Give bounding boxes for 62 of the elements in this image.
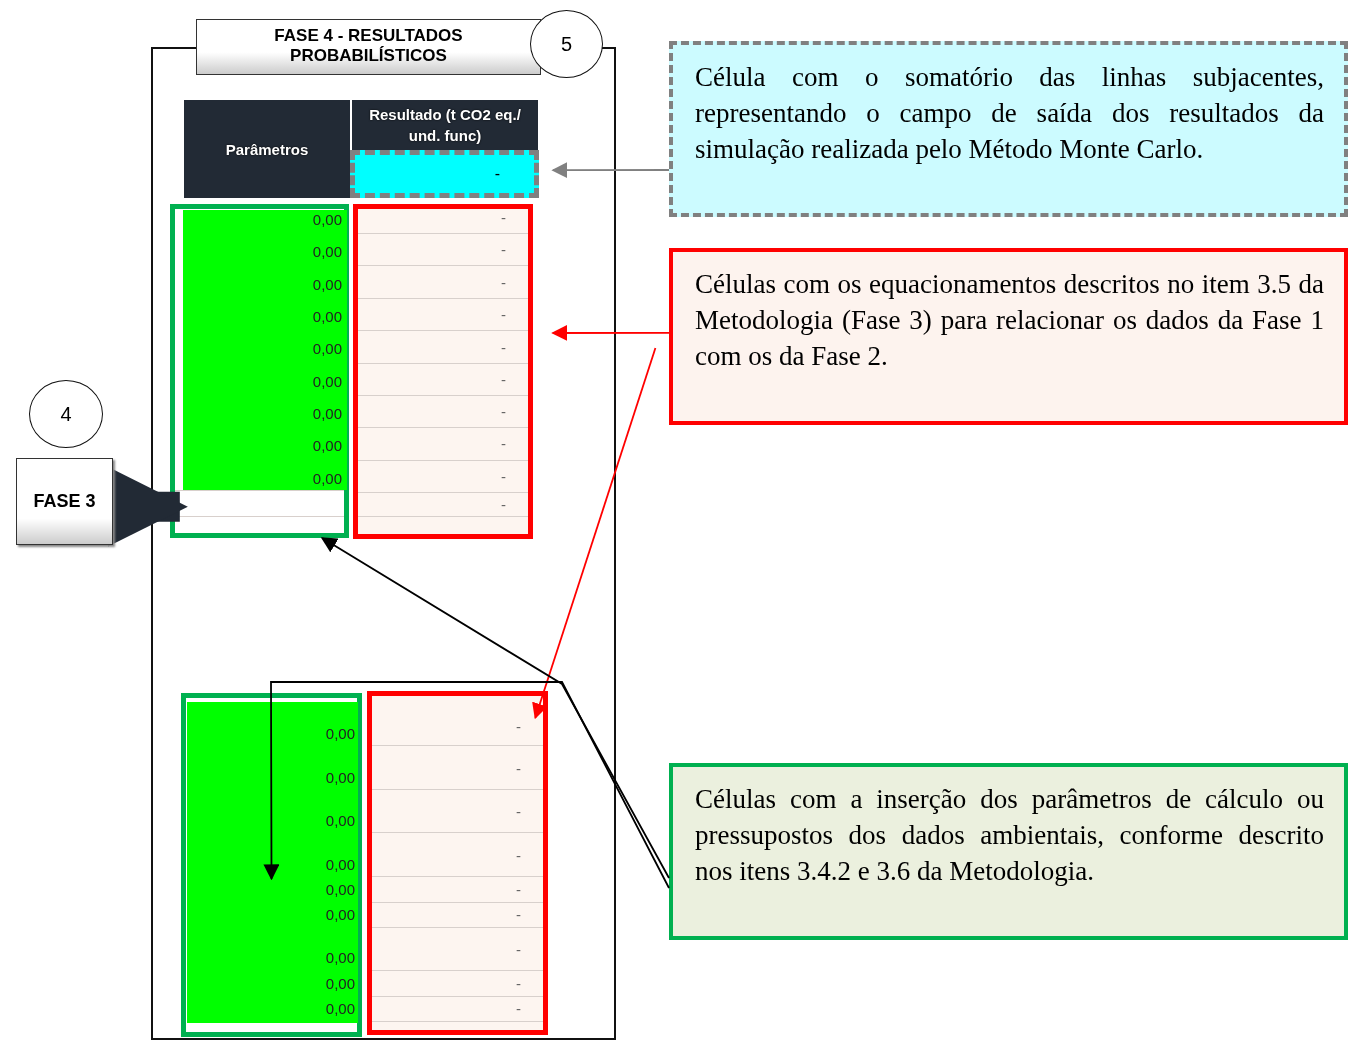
column-header xyxy=(184,100,350,198)
formula-cells-frame xyxy=(353,204,533,539)
cell-value: - xyxy=(501,242,506,258)
input-cells-frame xyxy=(170,204,349,538)
step-number: 4 xyxy=(60,402,72,426)
cell-value: - xyxy=(494,165,500,183)
cell-value: - xyxy=(516,882,521,898)
cell-value: 0,00 xyxy=(325,976,355,992)
cell-value: 0,00 xyxy=(325,950,355,966)
output-cell xyxy=(350,150,539,198)
cell-value: 0,00 xyxy=(325,726,355,742)
callout-box xyxy=(669,41,1348,217)
cell-value: 0,00 xyxy=(325,1001,355,1017)
arrow xyxy=(532,347,657,720)
cell-value: 0,00 xyxy=(325,813,355,829)
cell-value: 0,00 xyxy=(312,471,342,487)
cell-value: - xyxy=(501,307,506,323)
cell-value: - xyxy=(516,848,521,864)
callout-text: Célula com o somatório das linhas subjacentes, representando o campo de saída dos resultados da simulação realizada pelo Método Monte Carlo. xyxy=(695,61,1324,166)
cell-value: - xyxy=(516,1001,521,1017)
phase-label: FASE 3 xyxy=(33,491,96,512)
cell-value: 0,00 xyxy=(312,374,342,390)
cell-value: - xyxy=(501,372,506,388)
cell-value: - xyxy=(516,804,521,820)
cell-value: - xyxy=(516,761,521,777)
cell-value: - xyxy=(501,275,506,291)
cell-value: 0,00 xyxy=(312,341,342,357)
cell-value: 0,00 xyxy=(312,244,342,260)
callout-box xyxy=(669,763,1348,940)
phase-title: FASE 4 - RESULTADOS PROBABILÍSTICOS xyxy=(196,19,541,75)
cell-value: - xyxy=(516,719,521,735)
cell-value: 0,00 xyxy=(325,882,355,898)
cell-value: - xyxy=(501,469,506,485)
cell-value: 0,00 xyxy=(312,438,342,454)
step-number: 5 xyxy=(560,32,573,56)
column-header-text: Resultado (t CO2 eq./ und. func) xyxy=(368,105,522,146)
formula-cells-frame xyxy=(367,691,548,1035)
arrow xyxy=(551,162,670,179)
cell-value: - xyxy=(501,497,506,513)
column-header xyxy=(352,100,538,150)
arrow xyxy=(551,324,670,341)
cell-value: 0,00 xyxy=(325,770,355,786)
cell-value: - xyxy=(516,976,521,992)
cell-value: - xyxy=(501,340,506,356)
cell-value: 0,00 xyxy=(312,406,342,422)
cell-value: - xyxy=(501,436,506,452)
cell-value: - xyxy=(516,907,521,923)
cell-value: 0,00 xyxy=(312,212,342,228)
cell-value: 0,00 xyxy=(312,277,342,293)
callout-box xyxy=(669,248,1348,425)
cell-value: - xyxy=(501,404,506,420)
arrow xyxy=(320,537,670,879)
phase-box xyxy=(16,458,113,545)
cell-value: - xyxy=(516,942,521,958)
arrow xyxy=(263,681,670,889)
cell-value: 0,00 xyxy=(312,309,342,325)
cell-value: 0,00 xyxy=(325,857,355,873)
callout-text: Células com a inserção dos parâmetros de cálculo ou pressupostos dos dados ambientais, conforme descrito nos itens 3.4.2 e 3.6 da Metodologia. xyxy=(695,783,1324,888)
column-header-text: Parâmetros xyxy=(224,139,310,160)
cell-value: - xyxy=(501,210,506,226)
cell-value: 0,00 xyxy=(325,907,355,923)
callout-text: Células com os equacionamentos descritos no item 3.5 da Metodologia (Fase 3) para relacionar os dados da Fase 1 com os da Fase 2. xyxy=(695,268,1324,373)
